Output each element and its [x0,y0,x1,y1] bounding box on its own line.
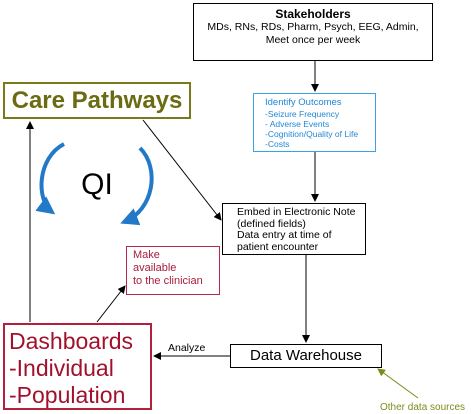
data-warehouse-label: Data Warehouse [249,347,362,364]
qi-cycle-arrow-right [120,146,154,226]
note-line: Embed in Electronic Note [237,206,356,218]
arrow-dashboards-to-clinician [96,285,126,323]
dashboards-item: -Population [9,382,126,408]
outcome-item: - Adverse Events [265,119,330,129]
arrow-care-to-note [142,119,222,221]
analyze-label: Analyze [168,342,206,354]
stakeholders-roles: MDs, RNs, RDs, Pharm, Psych, EEG, Admin, [207,21,419,33]
stakeholders-title: Stakeholders [275,7,351,21]
care-pathways-box: Care Pathways [3,82,191,119]
dashboards-box: Dashboards -Individual -Population [3,323,152,410]
data-warehouse-box: Data Warehouse [230,344,382,368]
stakeholders-box: Stakeholders MDs, RNs, RDs, Pharm, Psych… [193,3,433,61]
note-line: Data entry at time of [237,229,332,241]
stakeholders-meeting: Meet once per week [265,33,361,46]
outcomes-title: Identify Outcomes [265,97,342,108]
arrow-other-sources-to-warehouse [377,368,419,399]
qi-label: QI [81,168,113,201]
care-pathways-label: Care Pathways [11,87,183,114]
identify-outcomes-box: Identify Outcomes -Seizure Frequency - A… [253,93,376,152]
electronic-note-box: Embed in Electronic Note (defined fields… [222,203,366,255]
note-line: (defined fields) [237,217,306,230]
dashboards-item: -Individual [9,355,114,381]
clinician-line: to the clinician [133,275,203,287]
other-data-sources-label: Other data sources [380,402,465,413]
make-available-box: Make available to the clinician [126,246,220,295]
dashboards-title: Dashboards [9,328,134,354]
clinician-line: Make [133,249,160,261]
qi-cycle-arrow-left [35,142,66,215]
outcome-item: -Seizure Frequency [265,109,340,119]
outcome-item: -Cognition/Quality of Life [265,129,359,139]
clinician-line: available [133,262,177,274]
note-line: patient encounter [237,240,319,253]
outcome-item: -Costs [265,139,290,149]
